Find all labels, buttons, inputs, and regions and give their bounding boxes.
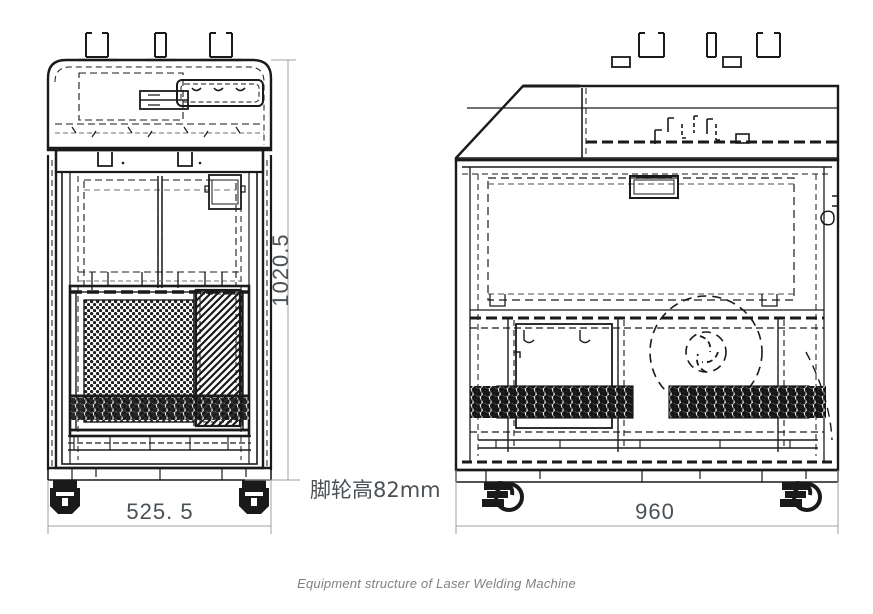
front-upper-housing — [46, 58, 273, 152]
side-caster-left — [482, 481, 524, 512]
front-upper-inner-panel — [78, 72, 184, 121]
side-connector-feet — [611, 56, 742, 68]
side-fan-blades — [696, 335, 719, 373]
figure-caption: Equipment structure of Laser Welding Mac… — [297, 576, 576, 591]
front-height-dimension-label: 1020.5 — [268, 233, 293, 306]
side-lower-tray — [470, 351, 833, 449]
side-top-connectors — [638, 32, 781, 58]
front-base-plate — [47, 466, 272, 481]
side-view — [454, 32, 840, 512]
front-view — [46, 32, 273, 514]
front-top-connectors — [85, 32, 233, 58]
side-top-bracket-detail — [654, 115, 750, 144]
side-caster-right — [780, 481, 822, 512]
front-door-center-stile — [157, 176, 163, 288]
front-dimension-width — [47, 480, 272, 534]
side-lower-partitions — [507, 318, 785, 452]
front-lower-rails — [68, 428, 251, 451]
side-inner-cabinet — [487, 177, 795, 301]
side-right-latch — [820, 195, 839, 226]
side-small-module — [629, 175, 679, 199]
front-housing-detail-marks — [71, 126, 241, 138]
front-square-component — [204, 174, 246, 210]
side-radiator-band-left — [496, 385, 634, 419]
side-inner-cabinet-feet — [489, 294, 778, 307]
front-lower-coil-band — [70, 394, 250, 420]
front-control-panel — [139, 79, 264, 110]
side-radiator-band-edges — [470, 386, 826, 418]
side-width-dimension-label: 960 — [635, 499, 675, 524]
side-chamfered-top — [454, 84, 840, 162]
side-mid-rail — [470, 309, 824, 329]
front-width-dimension-label: 525. 5 — [126, 499, 193, 524]
side-radiator-band-right — [668, 385, 810, 419]
caster-height-note: 脚轮高82mm — [310, 478, 441, 502]
front-caster-left — [50, 480, 80, 514]
side-dimension-width — [455, 470, 839, 534]
front-caster-right — [239, 480, 269, 514]
